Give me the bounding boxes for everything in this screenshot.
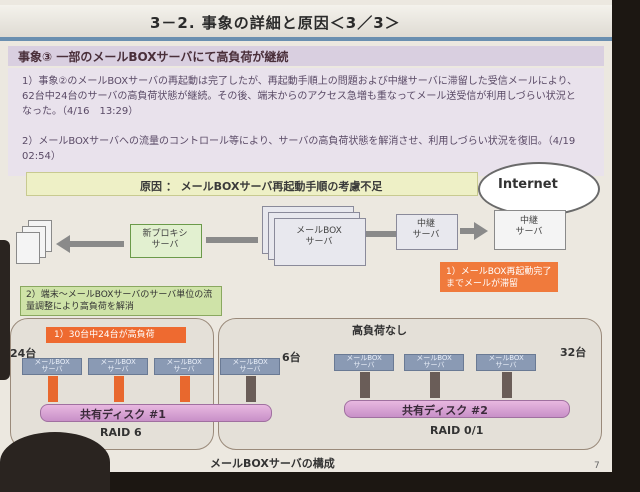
diagram-caption: メールBOXサーバの構成	[210, 457, 335, 470]
detail-item-1: 1）事象②のメールBOXサーバの再起動は完了したが、再起動手順上の問題および中継…	[22, 76, 578, 117]
relay-server-box	[494, 210, 566, 250]
relay-server-label: 中継 サーバ	[412, 219, 440, 240]
proxy-server-label: 新プロキシ サーバ	[142, 229, 188, 250]
arrow-head-left-icon	[56, 235, 70, 253]
flow-arrow	[460, 228, 474, 234]
raid-1-label: RAID 6	[100, 426, 142, 439]
cause-text: 原因 ： メールBOXサーバ再起動手順の考慮不足	[140, 180, 383, 193]
slide-title: 3－2. 事象の詳細と原因＜3／3＞	[150, 14, 401, 32]
mailbox-server-unit: メールBOX サーバ	[334, 354, 394, 371]
no-high-load-heading: 高負荷なし	[352, 324, 407, 337]
flow-arrow	[206, 237, 258, 243]
normal-load-server-group	[218, 318, 602, 450]
page-number: 7	[594, 461, 600, 471]
proxy-server-box	[130, 224, 202, 258]
mailbox-server-unit: メールBOX サーバ	[220, 358, 280, 375]
section-heading-bar	[8, 46, 604, 66]
disk-link	[180, 376, 190, 402]
callout-mail-queue	[440, 262, 558, 292]
flow-arrow	[70, 241, 124, 247]
callout-high-load-text: 1）30台中24台が高負荷	[54, 330, 155, 340]
callout-flow-control	[20, 286, 222, 316]
raid-2-label: RAID 0/1	[430, 424, 484, 437]
mailbox-server-unit: メールBOX サーバ	[154, 358, 214, 375]
detail-panel	[8, 68, 604, 176]
mailbox-server-box	[274, 218, 366, 266]
callout-mail-queue-text: 1）メールBOX再起動完了までメールが滞留	[446, 267, 552, 289]
title-rule	[0, 37, 612, 41]
left-server-count: 24台	[10, 347, 37, 360]
cause-banner	[26, 172, 478, 196]
disk-link	[360, 372, 370, 398]
title-bar	[0, 5, 612, 41]
section-heading: 事象③ 一部のメールBOXサーバにて高負荷が継続	[18, 50, 289, 64]
shared-disk-1-icon	[40, 404, 272, 422]
internet-cloud-icon	[478, 162, 600, 216]
detail-item-2: 2）メールBOXサーバへの流量のコントロール等により、サーバの高負荷状態を解消さ…	[22, 136, 586, 162]
disk-link	[114, 376, 124, 402]
relay-server-label: 中継 サーバ	[515, 216, 543, 237]
relay-server-box	[396, 214, 458, 250]
arrow-head-right-icon	[474, 222, 488, 240]
mailbox-server-label: メールBOX サーバ	[296, 226, 342, 247]
callout-flow-control-text: 2）端末～メールBOXサーバのサーバ単位の流量調整により高負荷を解消	[26, 290, 213, 312]
callout-high-load	[46, 327, 186, 343]
disk-link	[502, 372, 512, 398]
presentation-slide: 3－2. 事象の詳細と原因＜3／3＞ 事象③ 一部のメールBOXサーバにて高負荷…	[0, 0, 612, 472]
right-server-count: 32台	[560, 346, 587, 359]
mailbox-server-unit: メールBOX サーバ	[404, 354, 464, 371]
flow-arrow	[366, 231, 396, 237]
shared-disk-2-label: 共有ディスク #2	[402, 404, 488, 417]
disk-link	[430, 372, 440, 398]
middle-server-count: 6台	[282, 351, 301, 364]
mailbox-server-unit: メールBOX サーバ	[88, 358, 148, 375]
disk-link	[246, 376, 256, 402]
shared-disk-2-icon	[344, 400, 570, 418]
shared-disk-1-label: 共有ディスク #1	[80, 408, 166, 421]
audience-head-shadow	[0, 432, 110, 492]
presenter-shadow	[0, 240, 10, 380]
disk-link	[48, 376, 58, 402]
internet-label: Internet	[498, 177, 558, 192]
mailbox-server-unit: メールBOX サーバ	[22, 358, 82, 375]
mailbox-server-unit: メールBOX サーバ	[476, 354, 536, 371]
terminal-icon	[16, 232, 40, 264]
